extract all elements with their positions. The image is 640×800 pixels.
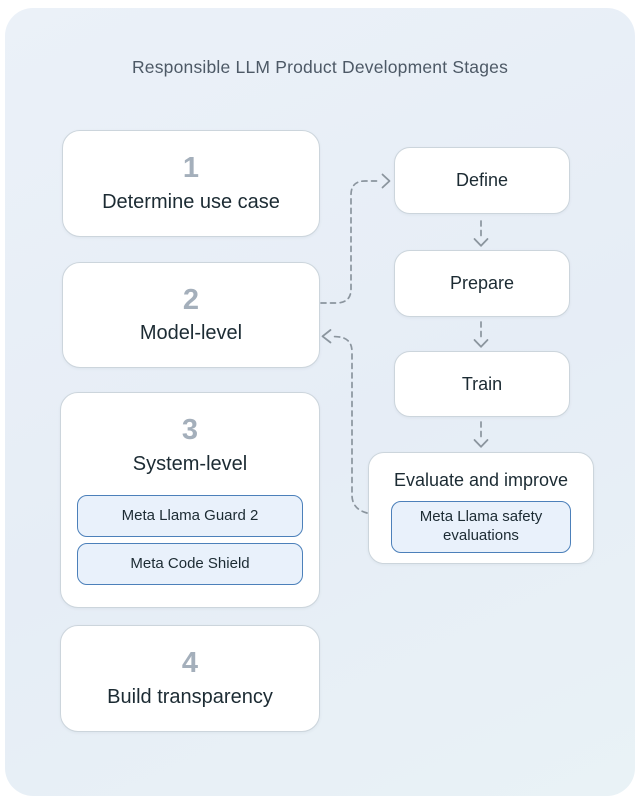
page-title: Responsible LLM Product Development Stag…: [131, 57, 509, 77]
stage-number: 2: [182, 283, 200, 316]
stage-label: Model-level: [139, 322, 243, 345]
stage-card-build-transparency: 4 Build transparency: [60, 625, 320, 732]
flow-label: Define: [455, 170, 509, 190]
chip-meta-llama-safety-evaluations: Meta Llama safety evaluations: [391, 501, 571, 553]
stage-card-model-level: 2 Model-level: [62, 262, 320, 368]
flow-box-prepare: Prepare: [394, 250, 570, 317]
flow-box-evaluate-and-improve: Evaluate and improve Meta Llama safety e…: [368, 452, 594, 564]
system-level-chip-list: Meta Llama Guard 2 Meta Code Shield: [77, 494, 303, 585]
flow-label: Evaluate and improve: [393, 470, 569, 490]
flow-label: Train: [461, 373, 503, 394]
stage-number: 3: [181, 414, 199, 447]
stage-number: 4: [181, 647, 199, 680]
flow-box-define: Define: [394, 147, 570, 214]
stage-label: System-level: [132, 452, 248, 475]
chip-meta-llama-guard-2: Meta Llama Guard 2: [77, 494, 303, 537]
chip-meta-code-shield: Meta Code Shield: [77, 542, 303, 585]
stage-card-system-level: 3 System-level Meta Llama Guard 2 Meta C…: [60, 392, 320, 608]
stage-label: Determine use case: [102, 190, 280, 213]
stage-label: Build transparency: [107, 685, 273, 708]
flow-label: Prepare: [449, 273, 515, 293]
stage-card-determine-use-case: 1 Determine use case: [62, 130, 320, 237]
stage-number: 1: [182, 152, 200, 185]
flow-box-train: Train: [394, 351, 570, 417]
